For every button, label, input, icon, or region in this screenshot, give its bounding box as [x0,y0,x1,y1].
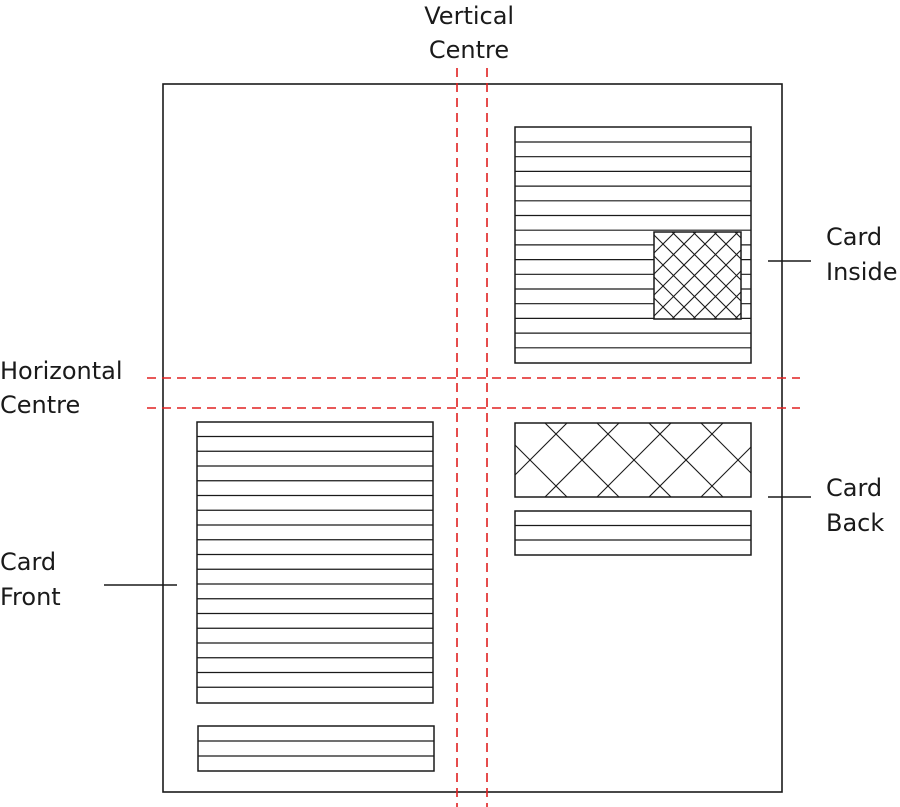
card-inside-photo [653,231,742,320]
card-inside-photo-hatch-line [654,297,676,319]
card-back-hatch-line [648,423,724,497]
card-inside-photo-hatch-line [654,232,697,275]
horizontal-centre-label-line-2: Centre [0,391,80,419]
card-back-pattern-block [514,422,752,498]
vertical-centre-guides [456,68,488,807]
card-inside-photo-hatch-line [654,232,739,317]
card-back-panel [514,422,752,556]
card-back-text-block [514,510,752,556]
vertical-centre-label: Vertical Centre [424,2,521,64]
card-back-hatch-line [700,446,751,497]
card-front-label: Card Front [0,548,64,611]
card-inside-photo-hatch [654,232,741,319]
card-back-hatch-line [515,423,568,476]
card-back-label-line-2: Back [826,509,884,537]
card-front-label-line-1: Card [0,548,56,576]
card-inside-label-line-2: Inside [826,258,897,286]
card-back-label: Card Back [826,474,890,537]
vertical-centre-label-line-2: Centre [429,36,509,64]
card-back-hatch-line [596,423,672,497]
card-inside-photo-hatch-line [654,276,697,319]
card-front-footer-block [197,725,435,772]
card-inside-photo-hatch-line [654,232,718,296]
card-back-hatch-line [515,496,516,497]
card-inside-label-line-1: Card [826,223,882,251]
horizontal-centre-label: Horizontal Centre [0,357,130,419]
horizontal-centre-label-line-1: Horizontal [0,357,123,385]
card-inside-photo-hatch-line [713,232,741,260]
card-inside-photo-hatch-line [713,291,741,319]
card-front-footer-lines [198,740,434,757]
card-back-label-line-1: Card [826,474,882,502]
card-front-text-lines [197,435,433,688]
card-inside-panel [514,126,752,364]
card-front-panel [196,421,435,772]
card-front-text-block [196,421,434,704]
card-front-label-line-2: Front [0,583,61,611]
card-inside-photo-hatch-line [692,270,741,319]
card-back-pattern-hatch [515,423,751,497]
card-back-hatch-line [544,423,620,497]
card-inside-photo-hatch-line [671,249,741,319]
card-inside-label: Card Inside [826,223,897,286]
sheet-outline [162,83,783,793]
vertical-centre-label-line-1: Vertical [424,2,514,30]
card-inside-photo-hatch-line [654,232,676,254]
card-back-hatch-line [515,423,516,424]
horizontal-centre-guides [147,377,800,409]
card-back-text-lines [515,524,751,541]
